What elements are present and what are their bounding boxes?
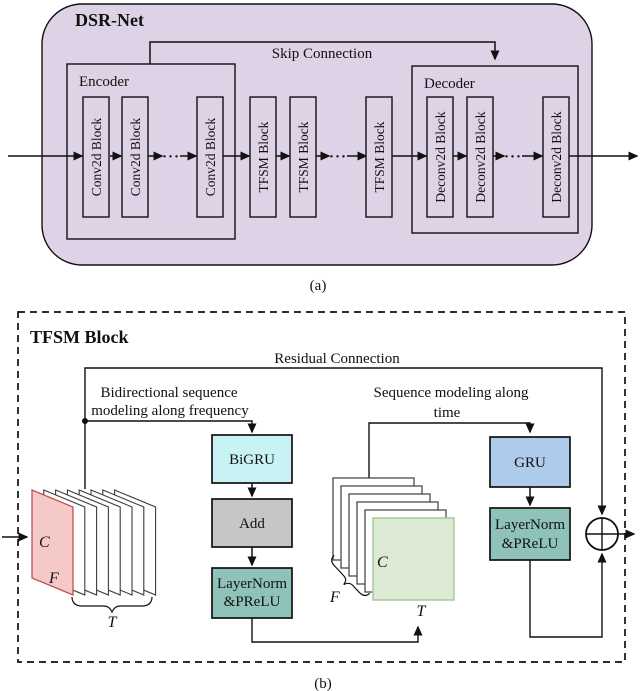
freq-label-line1: Bidirectional sequence [100,385,237,401]
add-label: Add [239,516,265,532]
tensor1-c-label: C [39,534,50,551]
tensor1-f-label: F [48,570,59,587]
tensor2-t-label: T [417,603,427,620]
gru-label: GRU [514,455,546,471]
deconv2d-block-3 [542,96,570,218]
tfsm-block-3-label: TFSM Block [372,121,387,192]
ellipsis-encoder: ··· [162,149,180,165]
layernorm-freq-line1: LayerNorm [217,576,287,592]
time-branch-line [368,422,535,478]
layernorm-time-line1: LayerNorm [495,517,565,533]
tfsm-blocks: TFSM Block TFSM Block TFSM Block [249,96,393,218]
add-block [211,498,293,548]
conv2d-block-1-label: Conv2d Block [89,118,104,197]
tensor-stack-frequency: C F T [31,489,157,631]
bigru-label: BiGRU [229,452,275,468]
gru-block [489,436,571,488]
tensor2-f-brace [331,554,371,597]
residual-connection-label: Residual Connection [274,351,400,367]
conv2d-block-2-label: Conv2d Block [128,118,143,197]
skip-connection-label: Skip Connection [272,46,373,62]
encoder-blocks: Conv2d Block Conv2d Block Conv2d Block [82,96,224,218]
caption-b: (b) [314,676,332,691]
conv2d-block-3-label: Conv2d Block [203,118,218,197]
tfsm-block-1-label: TFSM Block [256,121,271,192]
ellipsis-tfsm: ··· [329,149,347,165]
conv2d-block-3 [196,96,224,218]
tensor-stack-time: C F T [329,477,455,620]
encoder-label: Encoder [79,74,129,90]
conv2d-block-2 [121,96,149,218]
ellipsis-decoder: ··· [504,149,522,165]
layernorm-time-line2: &PReLU [502,536,559,552]
tfsm-block-2 [289,96,317,218]
deconv2d-block-2-label: Deconv2d Block [473,111,488,202]
deconv2d-block-1-label: Deconv2d Block [433,111,448,202]
sum-plus-icon [586,518,618,550]
freq-to-time-line [251,618,423,643]
time-label-line2: time [434,405,461,421]
layernorm-block-freq [211,567,293,619]
tfsm-block-3 [365,96,393,218]
decoder-blocks: Deconv2d Block Deconv2d Block Deconv2d B… [426,96,570,218]
time-output-line [529,552,607,638]
deconv2d-block-1 [426,96,454,218]
time-label-line1: Sequence modeling along [374,385,529,401]
tfsm-block-2-label: TFSM Block [296,121,311,192]
skip-connection-line [149,41,500,64]
panel-b-tfsm-block: TFSM Block Residual Connection Bidirecti… [2,311,636,691]
dsr-net-title: DSR-Net [75,10,144,30]
tfsm-title: TFSM Block [30,327,129,347]
residual-connection-line [84,367,607,516]
layernorm-freq-line2: &PReLU [224,594,281,610]
sum-node [585,517,619,551]
caption-a: (a) [310,278,327,294]
tensor2-c-label: C [377,554,388,571]
conv2d-block-1 [82,96,110,218]
tensor2-front-slice [372,517,455,601]
deconv2d-block-3-label: Deconv2d Block [549,111,564,202]
panel-a-dsr-net: DSR-Net Skip Connection Encoder Decoder … [8,3,639,294]
freq-label-line2: modeling along frequency [91,403,249,419]
tensor1-front-slice [31,489,74,596]
tfsm-block-1 [249,96,277,218]
tensor1-t-brace [71,596,153,614]
freq-branch-line [85,420,257,434]
decoder-label: Decoder [424,76,475,92]
tfsm-dashed-frame [17,311,626,663]
layernorm-block-time [489,507,571,561]
deconv2d-block-2 [466,96,494,218]
tensor2-f-label: F [329,589,340,606]
tensor1-t-label: T [108,614,118,631]
